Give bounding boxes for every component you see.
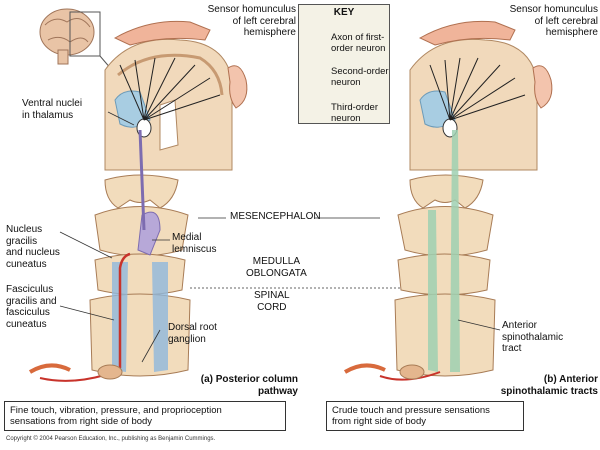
cortex-section-b	[409, 20, 553, 171]
brain-icon	[39, 8, 113, 71]
copyright-text: Copyright © 2004 Pearson Education, Inc.…	[6, 436, 216, 442]
spinal-cord-label: SPINAL CORD	[254, 290, 290, 313]
brainstem-b	[343, 130, 501, 381]
medulla-label: MEDULLA OBLONGATA	[246, 256, 307, 279]
panel-b-title: (b) Anterior spinothalamic tracts	[500, 374, 598, 397]
homunculus-label-b: Sensor homunculus of left cerebral hemis…	[509, 4, 598, 38]
homunculus-label-a: Sensor homunculus of left cerebral hemis…	[207, 4, 296, 38]
key-legend: KEY Axon of first- order neuron Second-o…	[298, 4, 390, 124]
key-first-order: Axon of first- order neuron	[331, 32, 386, 54]
fasciculus-label: Fasciculus gracilis and fasciculus cunea…	[6, 284, 57, 330]
mesencephalon-label: MESENCEPHALON	[230, 211, 321, 222]
dorsal-root-label: Dorsal root ganglion	[168, 322, 217, 345]
nucleus-gracilis-label: Nucleus gracilis and nucleus cuneatus	[6, 224, 60, 270]
key-second-order: Second-order neuron	[331, 66, 389, 88]
homunculus-a	[113, 20, 248, 109]
brainstem-a	[28, 129, 191, 382]
leader-lines-a	[59, 111, 410, 363]
panel-a-title: (a) Posterior column pathway	[200, 374, 298, 397]
medial-lemniscus-label: Medial lemniscus	[172, 232, 217, 255]
ventral-nuclei-label: Ventral nuclei in thalamus	[22, 98, 83, 121]
key-title: KEY	[333, 7, 355, 18]
cortex-section-a	[104, 38, 233, 171]
anterior-tract-label: Anterior spinothalamic tract	[502, 320, 564, 354]
panel-b-caption: Crude touch and pressure sensations from…	[326, 401, 524, 431]
panel-a-caption: Fine touch, vibration, pressure, and pro…	[4, 401, 286, 431]
key-third-order: Third-order neuron	[331, 102, 378, 124]
